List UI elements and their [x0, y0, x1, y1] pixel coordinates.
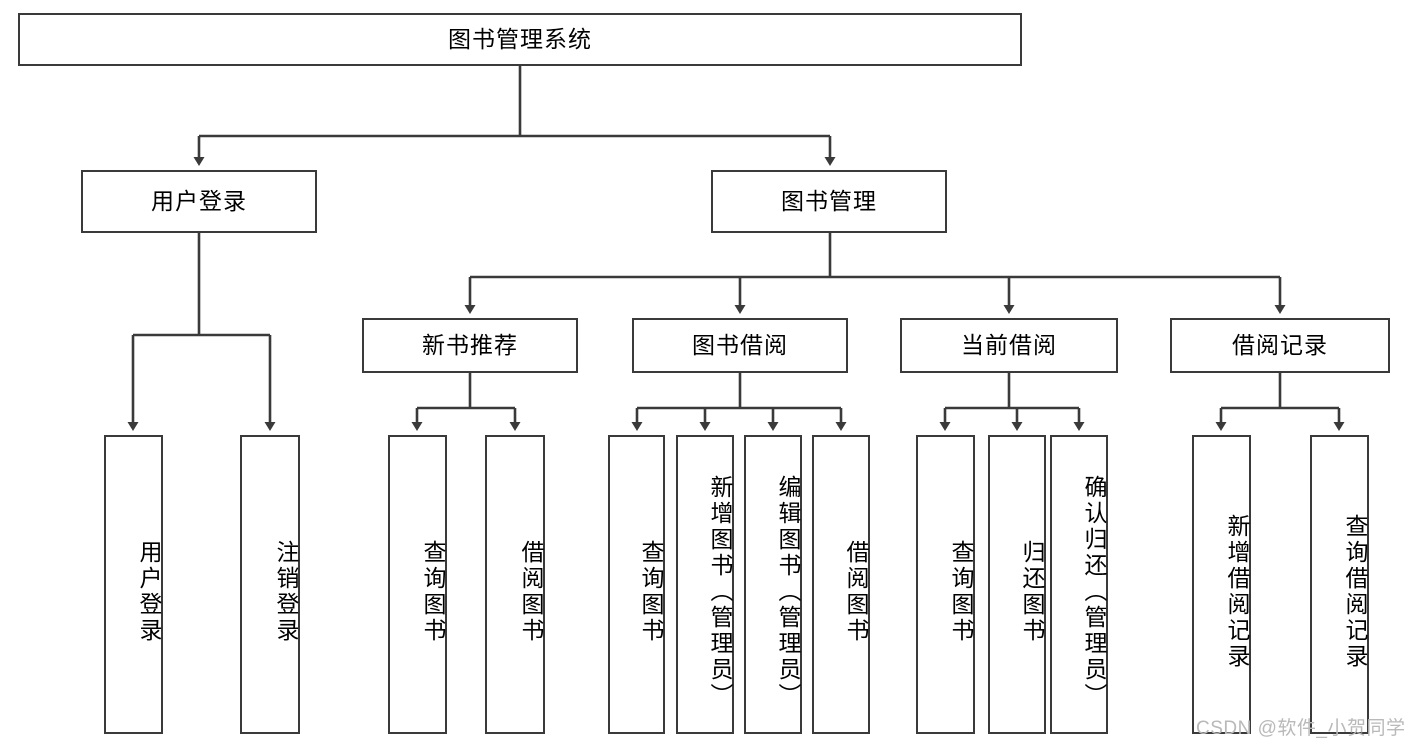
leaf-borrow-book-label: 借阅图书 — [843, 539, 869, 644]
leaf-user-login-label: 用户登录 — [136, 539, 162, 644]
leaf-edit-book-admin[interactable]: 编辑图书（管理员） — [744, 435, 802, 734]
leaf-query-book-recommend-label: 查询图书 — [420, 539, 446, 644]
node-borrow-record-label: 借阅记录 — [1232, 331, 1328, 358]
leaf-query-borrow-record[interactable]: 查询借阅记录 — [1310, 435, 1369, 734]
leaf-add-borrow-record[interactable]: 新增借阅记录 — [1192, 435, 1251, 734]
leaf-query-book-current[interactable]: 查询图书 — [916, 435, 975, 734]
node-current-borrow[interactable]: 当前借阅 — [900, 318, 1118, 373]
node-new-book-recommend-label: 新书推荐 — [422, 331, 518, 358]
leaf-logout-label: 注销登录 — [273, 539, 299, 644]
node-borrow-record[interactable]: 借阅记录 — [1170, 318, 1390, 373]
leaf-borrow-book-recommend[interactable]: 借阅图书 — [485, 435, 545, 734]
leaf-edit-book-admin-label: 编辑图书（管理员） — [775, 474, 801, 709]
leaf-query-borrow-record-label: 查询借阅记录 — [1342, 513, 1368, 670]
node-book-borrow-label: 图书借阅 — [692, 331, 788, 358]
node-user-login[interactable]: 用户登录 — [81, 170, 317, 233]
node-current-borrow-label: 当前借阅 — [961, 331, 1057, 358]
leaf-query-book-borrow[interactable]: 查询图书 — [608, 435, 665, 734]
leaf-confirm-return-admin-label: 确认归还（管理员） — [1081, 474, 1107, 709]
node-book-borrow[interactable]: 图书借阅 — [632, 318, 848, 373]
node-book-management[interactable]: 图书管理 — [711, 170, 947, 233]
leaf-query-book-recommend[interactable]: 查询图书 — [388, 435, 447, 734]
leaf-borrow-book-recommend-label: 借阅图书 — [518, 539, 544, 644]
leaf-add-book-admin[interactable]: 新增图书（管理员） — [676, 435, 734, 734]
leaf-query-book-borrow-label: 查询图书 — [638, 539, 664, 644]
node-root[interactable]: 图书管理系统 — [18, 13, 1022, 66]
node-new-book-recommend[interactable]: 新书推荐 — [362, 318, 578, 373]
leaf-add-book-admin-label: 新增图书（管理员） — [707, 474, 733, 709]
leaf-add-borrow-record-label: 新增借阅记录 — [1224, 513, 1250, 670]
node-book-management-label: 图书管理 — [781, 187, 877, 214]
leaf-return-book[interactable]: 归还图书 — [988, 435, 1046, 734]
leaf-borrow-book[interactable]: 借阅图书 — [812, 435, 870, 734]
leaf-logout[interactable]: 注销登录 — [240, 435, 300, 734]
node-root-label: 图书管理系统 — [448, 25, 592, 52]
node-user-login-label: 用户登录 — [151, 187, 247, 214]
leaf-user-login[interactable]: 用户登录 — [104, 435, 163, 734]
leaf-query-book-current-label: 查询图书 — [948, 539, 974, 644]
csdn-watermark: CSDN @软件_小贺同学 — [1196, 718, 1405, 739]
leaf-return-book-label: 归还图书 — [1019, 539, 1045, 644]
leaf-confirm-return-admin[interactable]: 确认归还（管理员） — [1050, 435, 1108, 734]
